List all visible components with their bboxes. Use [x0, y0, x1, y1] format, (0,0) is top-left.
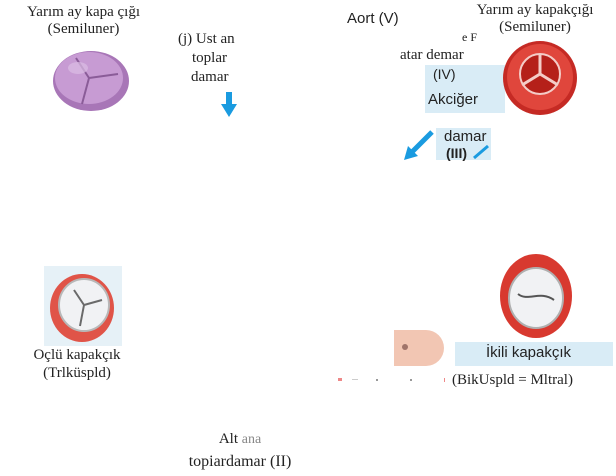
semilunar-title-right: Yarım ay kapakçığı — [456, 2, 614, 19]
upper-vena-cava-line3: damar — [178, 68, 235, 87]
upper-vena-cava-line2: toplar — [178, 49, 235, 68]
tricuspid-label: Oçlü kapakçık (Trlküspld) — [2, 346, 152, 382]
upper-vena-cava-label: (j) Ust an toplar damar — [178, 30, 235, 87]
tricuspid-valve-icon — [46, 268, 122, 346]
dot-row — [338, 376, 453, 382]
pulmonary-artery-line2: (IV) — [433, 66, 456, 82]
semilunar-label-left: Yarım ay kapa çığı (Semiluner) — [6, 4, 161, 38]
blue-arrow-icon — [402, 128, 438, 162]
fragment-label: e F — [462, 30, 477, 45]
red-semilunar-valve-icon — [500, 38, 580, 118]
tricuspid-title: Oçlü kapakçık — [2, 346, 152, 364]
pulmonary-artery-line3: Akciğer — [428, 91, 478, 108]
mitral-valve-icon — [496, 250, 576, 342]
pulmonary-vein-line1: damar — [444, 128, 487, 145]
aorta-label: Aort (V) — [347, 10, 399, 27]
lower-vena-cava-label: Alt ana topiardamar (II) — [160, 428, 320, 473]
semilunar-subtitle-right: (Semiluner) — [456, 19, 614, 36]
mitral-title: İkili kapakçık — [486, 344, 571, 361]
tricuspid-subtitle: (Trlküspld) — [2, 364, 152, 382]
down-arrow-icon — [220, 92, 238, 118]
blue-arrow-icon — [470, 144, 490, 160]
pulmonary-artery-line1: atar demar — [400, 47, 464, 64]
semilunar-title-left: Yarım ay kapa çığı — [6, 4, 161, 21]
lower-vena-cava-line2: topiardamar (II) — [160, 451, 320, 473]
lower-vena-cava-line1: Alt ana — [160, 428, 320, 451]
mitral-subtitle: (BikUspld = Mltral) — [452, 372, 573, 389]
upper-vena-cava-line1: (j) Ust an — [178, 30, 235, 49]
semilunar-label-right: Yarım ay kapakçığı (Semiluner) — [456, 2, 614, 36]
tissue-fragment — [394, 330, 444, 366]
pulmonary-vein-line2: (III) — [446, 145, 467, 161]
purple-semilunar-valve-icon — [48, 44, 134, 114]
semilunar-subtitle-left: (Semiluner) — [6, 21, 161, 38]
